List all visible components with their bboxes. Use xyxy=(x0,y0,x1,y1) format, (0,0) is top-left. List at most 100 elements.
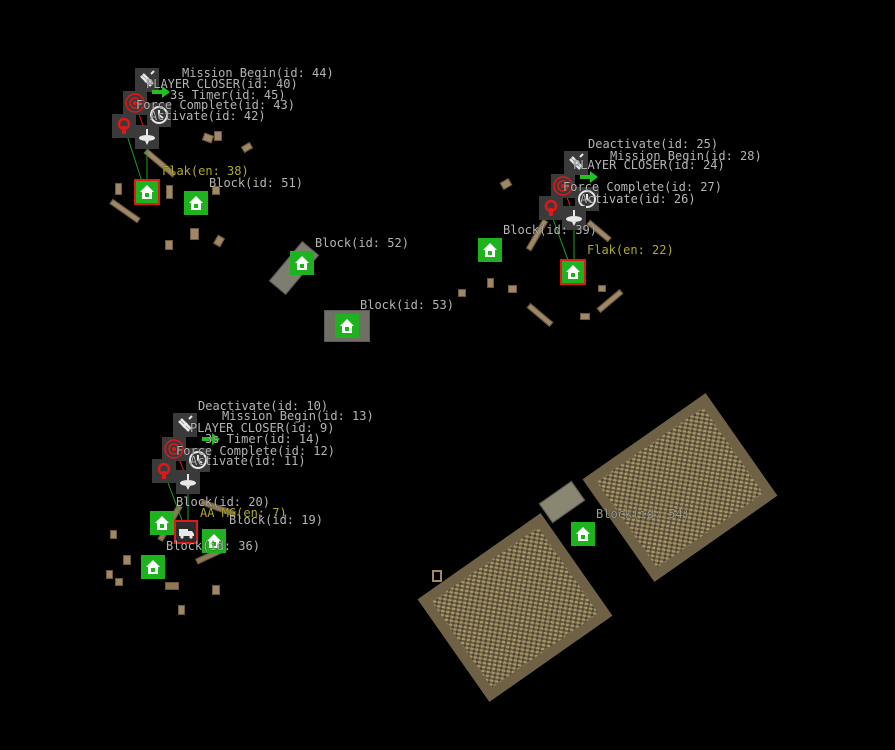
debris-prop xyxy=(240,141,254,154)
label-enemy: Flak(en: 38) xyxy=(162,164,249,178)
block-marker-53[interactable] xyxy=(335,314,359,338)
label-mission-begin: Mission Begin(id: 44) xyxy=(182,66,334,80)
logic-activate[interactable] xyxy=(562,206,586,230)
arrow-right-icon xyxy=(580,171,598,183)
debris-prop xyxy=(123,555,131,565)
label-activate: Activate(id: 11) xyxy=(190,454,306,468)
debris-prop xyxy=(106,570,113,579)
debris-prop xyxy=(110,530,117,539)
label-player-closer: PLAYER CLOSER(id: 9) xyxy=(190,421,335,435)
label-force-complete: Force Complete(id: 12) xyxy=(176,444,335,458)
debris-prop xyxy=(178,605,185,615)
label-block: Block(id: 36) xyxy=(166,539,260,553)
label-block: Block(id: 20) xyxy=(176,495,270,509)
block-marker-36[interactable] xyxy=(141,555,165,579)
house-icon xyxy=(189,196,203,210)
logic-timer[interactable] xyxy=(186,448,210,472)
clock-icon xyxy=(189,451,207,469)
target-icon xyxy=(544,199,558,216)
logic-player-closer[interactable] xyxy=(123,91,147,115)
clock-icon xyxy=(150,106,168,124)
house-icon xyxy=(207,534,221,548)
label-block: Block(id: 53) xyxy=(360,298,454,312)
block-marker-52[interactable] xyxy=(290,251,314,275)
house-icon xyxy=(146,560,160,574)
label-player-closer: PLAYER CLOSER(id: 24) xyxy=(573,158,725,172)
proximity-icon xyxy=(164,439,184,459)
arrow-right-icon xyxy=(152,86,170,98)
label-enemy: AA MG(en: 7) xyxy=(200,506,287,520)
block-marker-54[interactable] xyxy=(571,522,595,546)
logic-force-complete[interactable] xyxy=(152,459,176,483)
proximity-icon xyxy=(553,176,573,196)
label-timer: 3s Timer(id: 14) xyxy=(205,432,321,446)
block-marker-39[interactable] xyxy=(478,238,502,262)
building-roof xyxy=(582,393,778,582)
label-force-complete: Force Complete(id: 43) xyxy=(136,98,295,112)
ladder-prop xyxy=(432,570,442,582)
label-block: Block(id: 19) xyxy=(229,513,323,527)
lightbulb-icon xyxy=(180,474,196,490)
label-block: Block(id: 54) xyxy=(596,507,690,521)
house-icon xyxy=(295,256,309,270)
logic-activate[interactable] xyxy=(135,125,159,149)
logic-deactivate[interactable] xyxy=(578,165,600,183)
block-marker-flak-22[interactable] xyxy=(560,259,586,285)
house-icon xyxy=(566,265,580,279)
target-icon xyxy=(117,117,131,134)
debris-prop xyxy=(458,289,466,297)
block-marker-51[interactable] xyxy=(184,191,208,215)
logic-mission-begin[interactable] xyxy=(564,151,588,175)
label-block: Block(id: 39) xyxy=(503,223,597,237)
debris-prop xyxy=(212,585,220,595)
house-icon xyxy=(140,185,154,199)
label-force-complete: Force Complete(id: 27) xyxy=(563,180,722,194)
logic-activate[interactable] xyxy=(176,470,200,494)
logic-mission-begin[interactable] xyxy=(173,413,197,437)
logic-mission-begin[interactable] xyxy=(135,68,159,92)
label-deactivate: Deactivate(id: 25) xyxy=(588,137,719,151)
debris-prop xyxy=(190,228,199,240)
satellite-icon xyxy=(178,415,193,432)
house-icon xyxy=(155,516,169,530)
proximity-icon xyxy=(125,93,145,113)
logic-force-complete[interactable] xyxy=(112,114,136,138)
debris-prop xyxy=(580,313,590,320)
debris-prop xyxy=(214,131,222,141)
clock-icon xyxy=(578,190,596,208)
wall-prop xyxy=(526,303,554,327)
logic-deactivate[interactable] xyxy=(150,80,172,98)
target-icon xyxy=(157,462,171,479)
debris-prop xyxy=(165,582,179,590)
debris-prop xyxy=(165,240,173,250)
wall-prop xyxy=(596,289,624,313)
house-icon xyxy=(576,527,590,541)
house-icon xyxy=(483,243,497,257)
debris-prop xyxy=(212,186,220,195)
label-activate: Activate(id: 26) xyxy=(580,192,696,206)
logic-deactivate[interactable] xyxy=(200,427,222,445)
block-marker-19[interactable] xyxy=(202,529,226,553)
label-activate: Activate(id: 42) xyxy=(150,109,266,123)
block-marker-20[interactable] xyxy=(150,511,174,535)
logic-force-complete[interactable] xyxy=(539,196,563,220)
block-marker-flak-38[interactable] xyxy=(134,179,160,205)
debris-prop xyxy=(115,578,123,586)
satellite-icon xyxy=(569,153,584,170)
label-block: Block(id: 52) xyxy=(315,236,409,250)
debris-prop xyxy=(598,285,606,292)
debris-prop xyxy=(213,234,225,248)
debris-prop xyxy=(508,285,517,293)
logic-timer[interactable] xyxy=(147,103,171,127)
lightbulb-icon xyxy=(139,129,155,145)
label-mission-begin: Mission Begin(id: 13) xyxy=(222,409,374,423)
debris-prop xyxy=(201,132,215,144)
label-enemy: Flak(en: 22) xyxy=(587,243,674,257)
label-block: Block(id: 51) xyxy=(209,176,303,190)
debris-prop xyxy=(166,185,173,199)
vehicle-marker-aa-mg-7[interactable] xyxy=(174,520,198,544)
logic-player-closer[interactable] xyxy=(551,174,575,198)
label-player-closer: PLAYER CLOSER(id: 40) xyxy=(146,77,298,91)
logic-player-closer[interactable] xyxy=(162,437,186,461)
